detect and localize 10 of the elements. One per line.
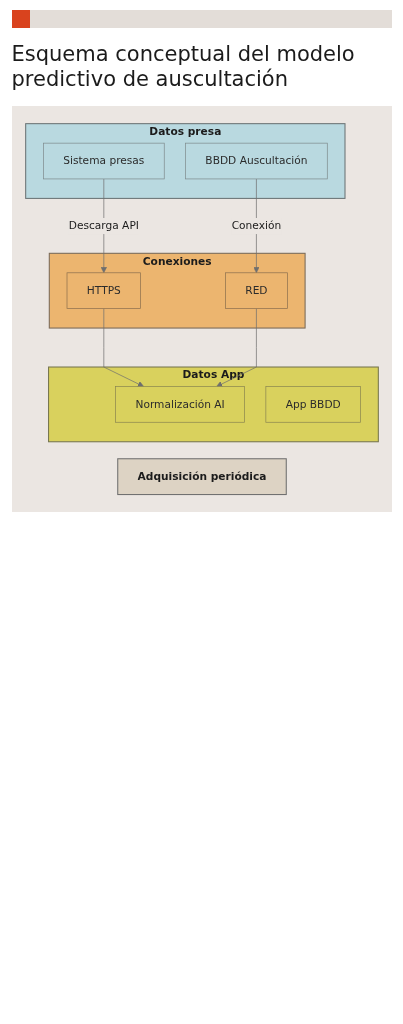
diagram-title: Esquema conceptual del modelo predictivo de auscultación <box>11 42 356 92</box>
node-box: Sistema presas <box>42 142 165 180</box>
edge-label: Conexión <box>231 219 281 233</box>
node-box: Adquisición periódica <box>116 458 287 496</box>
edge-label: Descarga API <box>68 219 139 233</box>
node-box: App BBDD <box>265 386 361 423</box>
node-box: HTTPS <box>66 272 141 309</box>
node-box: BBDD Auscultación <box>184 142 328 180</box>
node-box: Normalización AI <box>114 386 245 423</box>
node-box: RED <box>224 272 288 309</box>
